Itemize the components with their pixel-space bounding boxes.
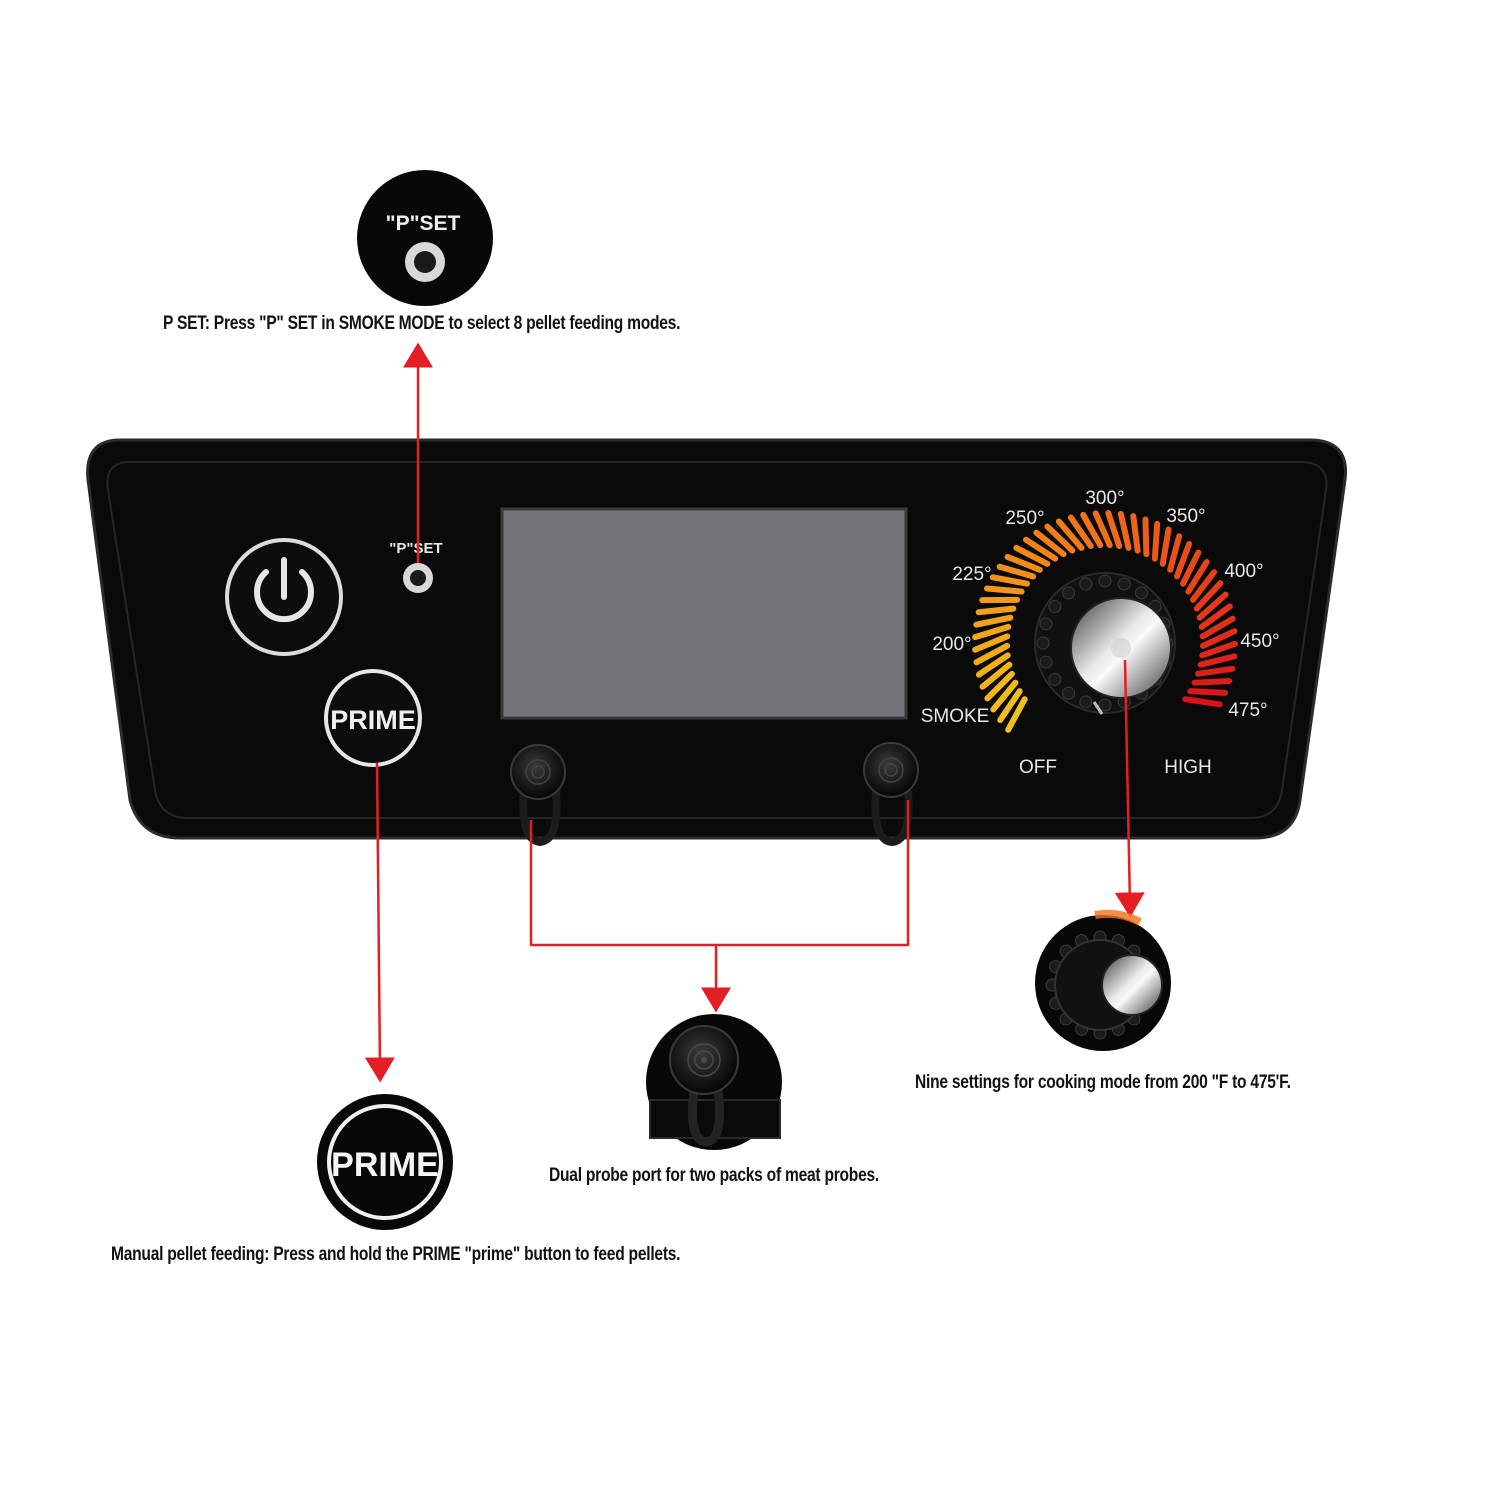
gauge-tick bbox=[1105, 510, 1123, 550]
gauge-tick bbox=[1195, 665, 1236, 677]
knob-ridge bbox=[1079, 695, 1093, 709]
dial-label-smoke: SMOKE bbox=[921, 706, 990, 727]
knob-zoom-circle bbox=[1035, 909, 1171, 1051]
gauge-tick bbox=[983, 585, 1025, 595]
dial-label-450: 450° bbox=[1240, 631, 1279, 652]
gauge-tick bbox=[1191, 678, 1233, 686]
prime-button[interactable]: PRIME bbox=[324, 669, 422, 767]
gauge-tick bbox=[1180, 549, 1202, 587]
temperature-gauge bbox=[972, 510, 1238, 733]
gauge-tick bbox=[1189, 569, 1218, 603]
gauge-tick bbox=[989, 574, 1030, 587]
gauge-tick bbox=[990, 679, 1019, 713]
gauge-tick bbox=[1004, 553, 1043, 573]
prime-zoom-label: PRIME bbox=[331, 1146, 439, 1184]
knob-ridge bbox=[1079, 577, 1093, 591]
dial-label-250: 250° bbox=[1005, 508, 1044, 529]
gauge-tick bbox=[1197, 653, 1238, 668]
gauge-tick bbox=[1005, 696, 1028, 733]
gauge-tick bbox=[1055, 518, 1085, 551]
gauge-tick bbox=[1092, 510, 1113, 549]
knob-ridge bbox=[1062, 586, 1076, 600]
gauge-tick bbox=[1022, 536, 1059, 562]
prime-caption: Manual pellet feeding: Press and hold th… bbox=[111, 1244, 681, 1265]
dial-label-225: 225° bbox=[952, 564, 991, 585]
gauge-tick bbox=[1159, 526, 1172, 567]
power-icon bbox=[254, 569, 314, 623]
prime-button-label: PRIME bbox=[330, 705, 416, 735]
display-screen bbox=[500, 507, 908, 720]
gauge-tick bbox=[1199, 640, 1238, 659]
dial-label-475: 475° bbox=[1228, 700, 1267, 721]
gauge-tick bbox=[1080, 511, 1104, 549]
power-button[interactable] bbox=[225, 538, 343, 656]
probe-port-left[interactable] bbox=[510, 744, 566, 847]
gauge-tick bbox=[1173, 540, 1193, 580]
gauge-tick bbox=[972, 623, 1012, 641]
gauge-tick bbox=[1193, 580, 1224, 612]
dial-label-200: 200° bbox=[932, 634, 971, 655]
pset-zoom-circle: "P"SET bbox=[357, 170, 493, 306]
knob-ridge bbox=[1098, 698, 1112, 712]
gauge-tick bbox=[975, 652, 1011, 678]
probe-caption: Dual probe port for two packs of meat pr… bbox=[549, 1165, 880, 1186]
knob-ridge bbox=[1036, 636, 1050, 650]
pset-zoom-label: "P"SET bbox=[386, 212, 461, 235]
dial-label-350: 350° bbox=[1166, 506, 1205, 527]
dial-label-300: 300° bbox=[1085, 488, 1124, 509]
dial-label-off: OFF bbox=[1019, 757, 1057, 778]
gauge-tick bbox=[979, 661, 1013, 690]
temperature-knob[interactable] bbox=[1034, 572, 1176, 715]
dial-caption: Nine settings for cooking mode from 200 … bbox=[915, 1072, 1291, 1093]
dial-label-400: 400° bbox=[1224, 561, 1263, 582]
gauge-tick bbox=[973, 614, 1014, 628]
knob-ridge bbox=[1098, 574, 1112, 588]
gauge-tick bbox=[973, 642, 1011, 666]
gauge-tick bbox=[1033, 529, 1067, 558]
gauge-tick bbox=[1187, 688, 1229, 696]
gauge-tick bbox=[975, 605, 1017, 616]
gauge-tick bbox=[1067, 514, 1094, 550]
gauge-tick bbox=[1199, 628, 1238, 649]
gauge-tick bbox=[1167, 533, 1183, 573]
gauge-tick bbox=[1196, 591, 1229, 621]
gauge-tick bbox=[1185, 558, 1210, 595]
gauge-tick bbox=[1117, 510, 1132, 551]
gauge-tick bbox=[984, 670, 1015, 702]
gauge-tick bbox=[997, 688, 1023, 723]
dial-label-high: HIGH bbox=[1164, 757, 1212, 778]
prime-zoom-circle: PRIME bbox=[317, 1094, 453, 1230]
gauge-tick bbox=[996, 563, 1037, 580]
probe-zoom-circle bbox=[646, 1014, 782, 1150]
knob-ridge bbox=[1048, 672, 1062, 686]
knob-ridge bbox=[1134, 586, 1148, 600]
gauge-tick bbox=[1198, 603, 1233, 630]
gauge-tick bbox=[1130, 513, 1141, 554]
knob-ridge bbox=[1062, 686, 1076, 700]
probe-port-right[interactable] bbox=[863, 742, 919, 847]
pset-label: "P"SET bbox=[389, 540, 442, 557]
gauge-tick bbox=[1182, 696, 1223, 708]
knob-ridge bbox=[1048, 600, 1062, 614]
knob-ridge bbox=[1039, 655, 1053, 669]
knob-ridge bbox=[1039, 617, 1053, 631]
gauge-tick bbox=[1142, 516, 1150, 558]
callout-lines bbox=[364, 342, 1145, 1083]
gauge-tick bbox=[1199, 615, 1236, 640]
pset-button[interactable] bbox=[403, 563, 433, 593]
gauge-tick bbox=[1044, 523, 1076, 554]
pset-caption: P SET: Press "P" SET in SMOKE MODE to se… bbox=[163, 313, 681, 334]
gauge-tick bbox=[1013, 544, 1051, 567]
gauge-tick bbox=[1151, 520, 1161, 562]
gauge-tick bbox=[972, 633, 1011, 653]
knob-ridge bbox=[1117, 577, 1131, 591]
